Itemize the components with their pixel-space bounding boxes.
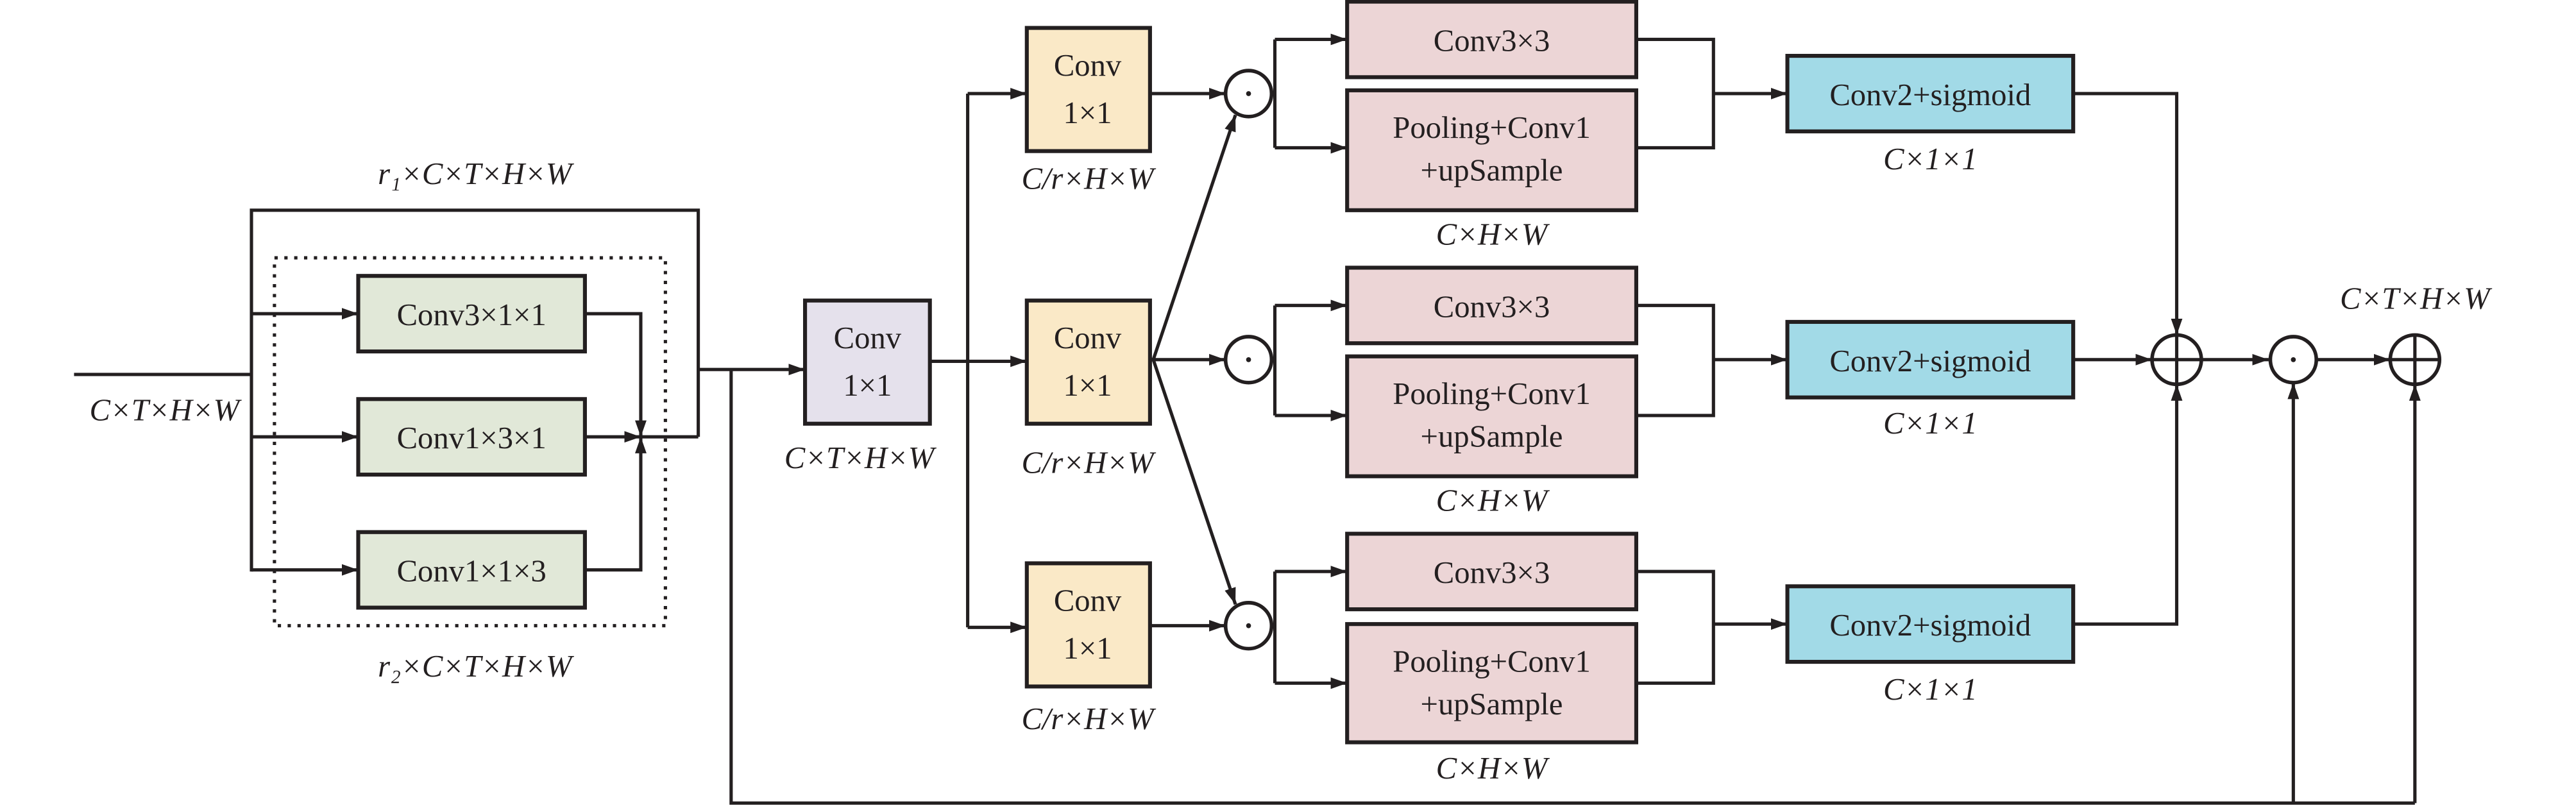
reduce-conv-block: Conv 1×1 <box>803 298 932 426</box>
branch3-pool-box <box>1345 622 1639 745</box>
branch1-conv-label: C/r×H×W <box>1021 162 1157 196</box>
branch2-pool-line1: Pooling+Conv1 <box>1393 376 1591 411</box>
branch2-pink-label: C×H×W <box>1436 483 1550 518</box>
branch3-conv-line1: Conv <box>1054 584 1122 618</box>
branch3-hadamard-dot <box>1246 623 1251 628</box>
branch1-pool-box <box>1345 88 1639 212</box>
reduce-conv-line2: 1×1 <box>843 368 892 403</box>
reduce-conv-box <box>803 298 932 426</box>
branch3-sig-dim: C×1×1 <box>1883 672 1978 707</box>
branch3-conv-box <box>1024 561 1152 689</box>
mult-op <box>2268 335 2318 385</box>
reduce-label: C×T×H×W <box>784 441 937 475</box>
branch-2: Conv 1×1 C/r×H×W Conv3×3 Pooling+Conv1 +… <box>1021 114 2153 605</box>
branch2-pool-box <box>1345 354 1639 478</box>
branch1-conv-box <box>1024 26 1152 153</box>
branch1-to-sum <box>2073 92 2183 335</box>
branch1-fork <box>1271 39 1277 148</box>
mult-hadamard-dot <box>2291 357 2296 362</box>
branch1-sig-label: Conv2+sigmoid <box>1829 78 2031 112</box>
diag-arrow-to-op1 <box>1151 114 1237 360</box>
branch2-conv-label: C/r×H×W <box>1021 446 1157 480</box>
branch2-hadamard-dot <box>1246 357 1251 362</box>
conv113-box <box>356 530 587 610</box>
branch3-to-sum <box>2073 384 2183 626</box>
branch1-join <box>1636 37 1715 150</box>
conv311-box <box>356 274 587 354</box>
branch2-sig-label: Conv2+sigmoid <box>1829 344 2031 378</box>
branch3-pool-line2: +upSample <box>1421 687 1563 721</box>
branch2-conv-line2: 1×1 <box>1063 368 1112 403</box>
branch2-conv3-box <box>1345 265 1639 346</box>
conv113-label: Conv1×1×3 <box>397 554 547 589</box>
branch1-conv-line2: 1×1 <box>1063 96 1112 130</box>
branch1-pool-line1: Pooling+Conv1 <box>1393 110 1591 145</box>
conv113-block: Conv1×1×3 <box>356 530 587 610</box>
input-label: C×T×H×W <box>89 393 242 428</box>
branch3-conv-line2: 1×1 <box>1063 631 1112 666</box>
reduce-conv-line1: Conv <box>834 321 902 355</box>
merge-bottom-arrow <box>584 437 647 572</box>
branch3-conv3-label: Conv3×3 <box>1434 555 1550 590</box>
branch2-conv3-label: Conv3×3 <box>1434 289 1550 324</box>
conv311-block: Conv3×1×1 <box>356 274 587 354</box>
branch3-sig-label: Conv2+sigmoid <box>1829 608 2031 643</box>
sum-plus-cross <box>2152 335 2201 385</box>
conv311-label: Conv3×1×1 <box>397 298 547 332</box>
conv131-label: Conv1×3×1 <box>397 421 547 455</box>
branch2-sig-dim: C×1×1 <box>1883 406 1978 441</box>
branch1-conv-line1: Conv <box>1054 48 1122 83</box>
branch3-fork <box>1271 571 1277 684</box>
skip-r1-path <box>250 208 700 572</box>
output-label: C×T×H×W <box>2340 281 2493 316</box>
r2-label: r₂×C×T×H×W <box>378 649 575 684</box>
branch1-sig-dim: C×1×1 <box>1883 142 1978 176</box>
add-op <box>2388 333 2442 387</box>
branch2-join <box>1636 303 1715 417</box>
branch1-conv3-label: Conv3×3 <box>1434 23 1550 58</box>
diag-arrow-to-op3 <box>1151 359 1237 605</box>
merge-top-arrow <box>584 312 647 437</box>
branch1-hadamard-dot <box>1246 91 1251 96</box>
multiscale-dotted-box <box>273 256 667 628</box>
branch3-conv-label: C/r×H×W <box>1021 702 1157 736</box>
conv131-block: Conv1×3×1 <box>356 397 587 477</box>
branch2-conv-box <box>1024 298 1152 426</box>
branch1-pool-line2: +upSample <box>1421 153 1563 188</box>
branch3-pool-line1: Pooling+Conv1 <box>1393 644 1591 678</box>
branch3-pink-label: C×H×W <box>1436 751 1550 786</box>
branch1-sig-box <box>1785 54 2076 133</box>
branch2-fork <box>1271 305 1277 416</box>
r1-label: r₁×C×T×H×W <box>378 156 575 191</box>
residual-path <box>729 369 2415 805</box>
branch-3: Conv 1×1 C/r×H×W Conv3×3 Pooling+Conv1 +… <box>1021 384 2183 786</box>
branch1-pink-label: C×H×W <box>1436 217 1550 252</box>
branch3-join <box>1636 569 1715 685</box>
sum-op <box>2150 333 2203 387</box>
add-plus-cross <box>2390 335 2440 385</box>
branch2-conv-line1: Conv <box>1054 321 1122 355</box>
branch-1: Conv 1×1 C/r×H×W Conv3×3 Pooling+Conv1 +… <box>1021 0 2183 335</box>
branch2-pool-line2: +upSample <box>1421 419 1563 454</box>
